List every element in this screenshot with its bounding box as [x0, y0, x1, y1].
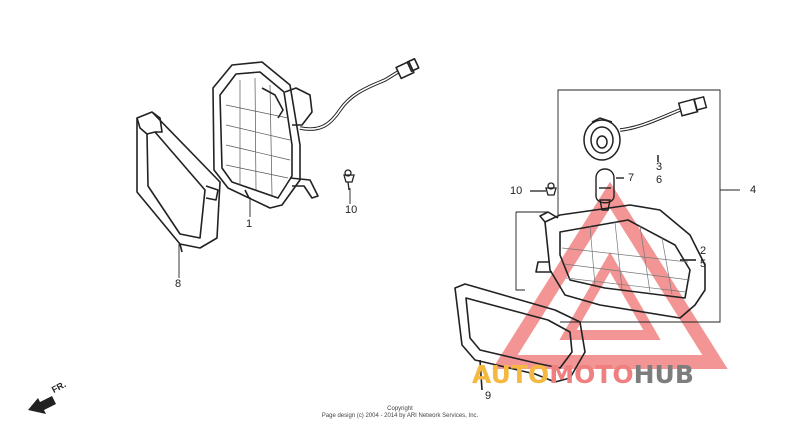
- part-label-10-right: 10: [510, 185, 523, 197]
- watermark-brand: AUTOMOTOHUB: [472, 360, 694, 389]
- copyright-text: Page design (c) 2004 - 2014 by ARI Netwo…: [321, 413, 479, 419]
- copyright-title: Copyright: [387, 406, 413, 412]
- turn-signal-bezel-part-9: [454, 283, 586, 391]
- part-label-5: 5: [700, 258, 707, 270]
- bulb-part-7: [595, 168, 624, 211]
- watermark-triangle: [492, 181, 728, 369]
- socket-wire-part-3-6: [583, 95, 708, 162]
- part-label-4: 4: [750, 184, 757, 196]
- brand-moto: MOTO: [549, 360, 634, 389]
- part-label-10-left: 10: [345, 204, 358, 216]
- part-label-7: 7: [628, 172, 635, 184]
- screw-part-10-right: [530, 182, 557, 196]
- screw-part-10-left: [343, 169, 355, 191]
- callout-bracket-right: [515, 89, 740, 323]
- part-label-1: 1: [246, 218, 253, 230]
- part-label-3: 3: [656, 161, 663, 173]
- part-label-6: 6: [656, 174, 663, 186]
- part-label-2: 2: [700, 245, 707, 257]
- brand-auto: AUTO: [472, 360, 550, 389]
- front-arrow-icon: [28, 396, 56, 414]
- headlight-rim-part-8: [136, 111, 221, 253]
- part-label-8: 8: [175, 278, 182, 290]
- brand-hub: HUB: [633, 360, 694, 389]
- part-label-9: 9: [485, 390, 492, 402]
- leader-lines-left: [178, 188, 351, 278]
- turn-signal-housing-part-2-5: [535, 204, 706, 319]
- headlight-unit-part-1: [212, 57, 420, 209]
